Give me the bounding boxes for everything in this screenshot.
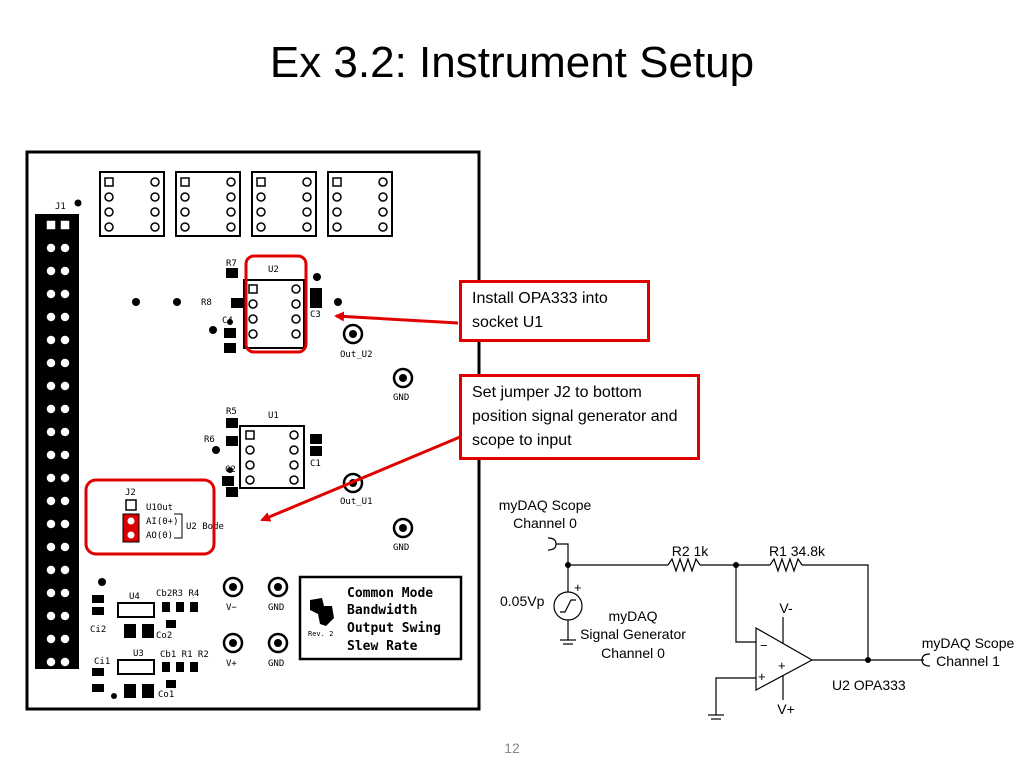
svg-text:Co1: Co1 xyxy=(158,690,174,700)
testpoint-gnd-2: GND xyxy=(392,517,414,553)
svg-text:U4: U4 xyxy=(129,592,140,602)
svg-text:Rev. 2: Rev. 2 xyxy=(308,630,333,638)
svg-text:V−: V− xyxy=(226,603,237,613)
u1-label: U1 xyxy=(268,411,279,421)
testpoints-power: V− GND V+ GND xyxy=(222,576,289,669)
svg-text:Ci1: Ci1 xyxy=(94,657,110,667)
svg-text:U1Out: U1Out xyxy=(146,503,173,513)
svg-text:Slew Rate: Slew Rate xyxy=(347,639,418,654)
r7-label: R7 xyxy=(226,259,237,269)
svg-text:Bandwidth: Bandwidth xyxy=(347,603,417,618)
testpoint-gnd-1: GND xyxy=(392,367,414,403)
arrow-to-socket xyxy=(334,311,459,325)
pcb-board: J1 U2 R7 R8 C4 C3 Out_U2 G xyxy=(25,150,481,711)
callout-jumper-j2: Set jumper J2 to bottom position signal … xyxy=(459,374,700,460)
bottom-components: U4 Cb2R3 R4 Ci2 Co2 Ci1 U3 Cb1 R1 R2 xyxy=(90,578,209,700)
svg-text:GND: GND xyxy=(393,393,409,403)
u2-label: U2 xyxy=(268,265,279,275)
opamp-plus-in: + xyxy=(758,669,766,684)
siggen-label-2: Signal Generator xyxy=(580,626,686,642)
testpoint-out-u2: Out_U2 xyxy=(340,323,373,360)
circuit-schematic: myDAQ Scope Channel 0 R2 1k R1 34.8k + 0… xyxy=(499,497,1015,720)
ti-logo-icon xyxy=(310,598,334,626)
opamp-u2 xyxy=(755,626,814,692)
r1-label: R1 34.8k xyxy=(769,543,826,559)
arrow-to-jumper xyxy=(260,435,461,522)
slide-title: Ex 3.2: Instrument Setup xyxy=(269,38,755,87)
amplitude-label: 0.05Vp xyxy=(500,593,545,609)
svg-text:J2: J2 xyxy=(125,488,136,498)
r8-label: R8 xyxy=(201,298,212,308)
siggen-label-3: Channel 0 xyxy=(601,645,665,661)
scope-ch1-label-2: Channel 1 xyxy=(936,653,1000,669)
j1-label: J1 xyxy=(55,202,66,212)
scope-ch0-label-1: myDAQ Scope xyxy=(499,497,592,513)
r2-label: R2 1k xyxy=(672,543,710,559)
svg-text:Output Swing: Output Swing xyxy=(347,621,441,636)
callout-install-opa333: Install OPA333 into socket U1 xyxy=(459,280,650,342)
resistor-r1 xyxy=(769,557,803,573)
svg-text:Cb2R3 R4: Cb2R3 R4 xyxy=(156,589,199,599)
scope-ch1-label-1: myDAQ Scope xyxy=(922,635,1015,651)
top-sockets xyxy=(99,171,393,237)
svg-text:AO(0): AO(0) xyxy=(146,531,173,541)
plus-sign: + xyxy=(574,580,582,595)
c1-label: C1 xyxy=(310,459,321,469)
page-number: 12 xyxy=(504,740,520,756)
r5-label: R5 xyxy=(226,407,237,417)
svg-text:GND: GND xyxy=(268,603,284,613)
svg-text:V+: V+ xyxy=(226,659,237,669)
board-legend: Rev. 2 Common Mode Bandwidth Output Swin… xyxy=(298,575,463,661)
callout-install-text: Install OPA333 into socket U1 xyxy=(472,290,608,331)
u2-highlight xyxy=(244,254,308,354)
opamp-minus: − xyxy=(760,638,768,653)
svg-text:U3: U3 xyxy=(133,649,144,659)
svg-text:Out_U2: Out_U2 xyxy=(340,350,373,360)
resistor-r2 xyxy=(667,557,701,573)
j2-highlight xyxy=(84,478,216,556)
vminus-label: V- xyxy=(779,600,793,616)
siggen-label-1: myDAQ xyxy=(609,608,658,624)
svg-text:U2 Bode: U2 Bode xyxy=(186,522,224,532)
svg-text:GND: GND xyxy=(268,659,284,669)
scope-ch0-label-2: Channel 0 xyxy=(513,515,577,531)
j2-jumper-area: J2 U1Out AI(0+) AO(0) U2 Bode xyxy=(84,478,224,556)
vplus-label: V+ xyxy=(777,701,795,717)
svg-text:Cb1 R1 R2: Cb1 R1 R2 xyxy=(160,650,209,660)
j1-header xyxy=(35,214,79,669)
svg-text:GND: GND xyxy=(393,543,409,553)
callout-jumper-text: Set jumper J2 to bottom position signal … xyxy=(472,384,678,449)
c3-label: C3 xyxy=(310,310,321,320)
svg-text:AI(0+): AI(0+) xyxy=(146,517,179,527)
svg-text:Out_U1: Out_U1 xyxy=(340,497,373,507)
svg-text:Common Mode: Common Mode xyxy=(347,586,433,601)
opamp-plus-mark: + xyxy=(778,658,786,673)
opamp-label: U2 OPA333 xyxy=(832,677,906,693)
svg-text:Co2: Co2 xyxy=(156,631,172,641)
r6-label: R6 xyxy=(204,435,215,445)
j1-pins xyxy=(45,219,71,668)
svg-text:Ci2: Ci2 xyxy=(90,625,106,635)
